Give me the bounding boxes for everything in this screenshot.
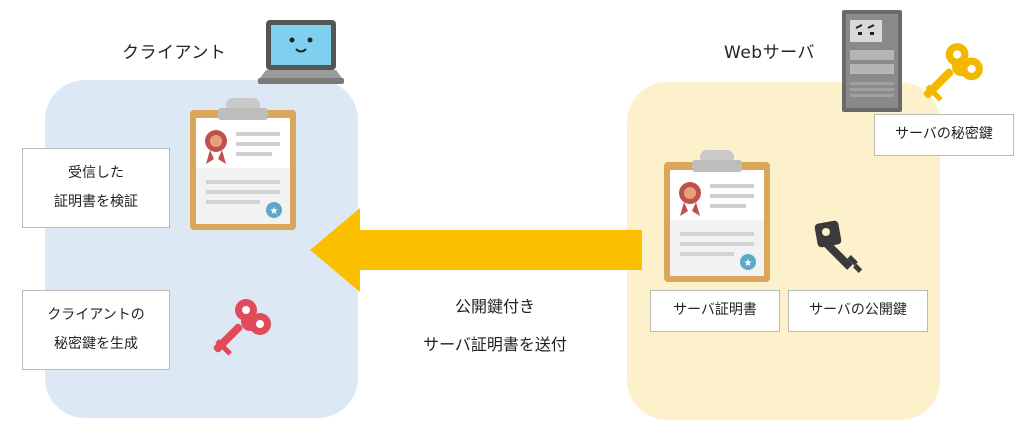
server-certificate-label: サーバ証明書 — [650, 290, 780, 332]
client-title: クライアント — [122, 43, 227, 63]
verify-line-1: 受信した — [68, 164, 124, 181]
arrow-left-icon — [310, 208, 642, 292]
generate-key-box: クライアントの 秘密鍵を生成 — [22, 290, 170, 370]
certificate-icon: ★ — [190, 98, 296, 230]
gold-key-icon — [923, 43, 983, 102]
server-private-key-label: サーバの秘密鍵 — [874, 114, 1014, 156]
transfer-line-2: サーバ証明書を送付 — [423, 335, 567, 355]
server-tower-icon — [842, 10, 902, 112]
keygen-line-1: クライアントの — [47, 306, 145, 323]
dark-key-icon — [814, 220, 863, 273]
transfer-caption: 公開鍵付き サーバ証明書を送付 — [385, 288, 605, 365]
server-title: Webサーバ — [724, 43, 815, 63]
verify-certificate-box: 受信した 証明書を検証 — [22, 148, 170, 228]
verify-line-2: 証明書を検証 — [54, 194, 138, 210]
svg-text:★: ★ — [744, 258, 753, 269]
laptop-icon — [258, 20, 344, 84]
keygen-line-2: 秘密鍵を生成 — [53, 336, 138, 352]
server-public-key-label: サーバの公開鍵 — [788, 290, 928, 332]
red-key-icon — [213, 299, 271, 356]
transfer-line-1: 公開鍵付き — [454, 297, 535, 316]
svg-text:★: ★ — [270, 206, 279, 217]
server-certificate-icon: ★ — [664, 150, 770, 282]
